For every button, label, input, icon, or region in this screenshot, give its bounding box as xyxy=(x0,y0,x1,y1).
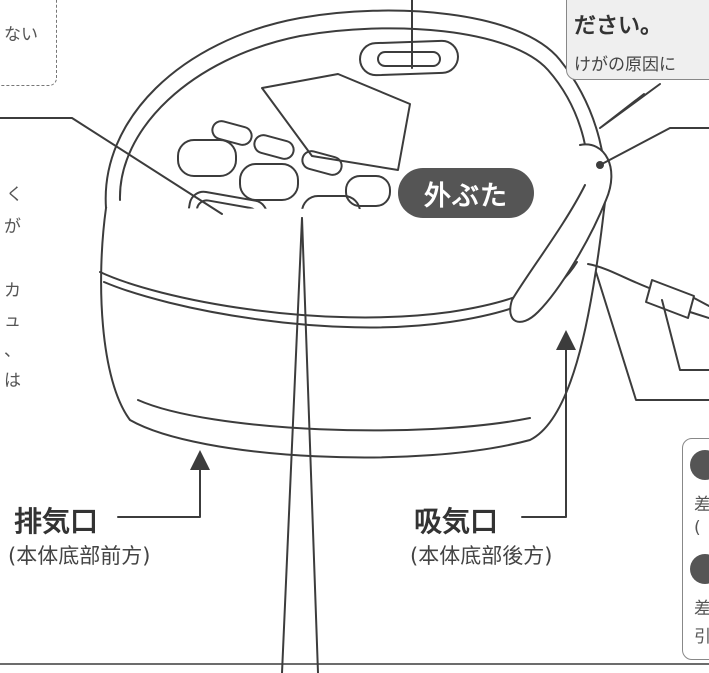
leader-handle xyxy=(599,127,709,166)
leader-lid-2 xyxy=(301,217,319,673)
big-button-4 xyxy=(345,175,391,207)
note-dashed-box xyxy=(0,0,57,86)
warning-text-line2: けがの原因に xyxy=(574,55,676,75)
intake-sublabel: (本体底部後方) xyxy=(410,544,553,568)
leader-cord-1 xyxy=(661,299,709,371)
body-bottom-band xyxy=(137,399,531,432)
intake-arrowhead xyxy=(556,330,576,350)
caution-fragment-4: 引 xyxy=(694,627,709,647)
left-fragment-3: カ xyxy=(4,281,21,301)
lid-inner-rim xyxy=(118,27,590,201)
caution-fragment-2: ( xyxy=(694,518,701,538)
handle-leader-dot xyxy=(596,161,604,169)
caution-fragment-1: 差 xyxy=(694,495,709,515)
caution-bullet-1 xyxy=(690,450,709,480)
power-plug xyxy=(645,279,695,319)
exhaust-arrow-line xyxy=(117,461,201,518)
display-panel xyxy=(261,73,411,171)
caution-fragment-3: 差 xyxy=(694,599,709,619)
leader-warning-tail xyxy=(599,83,661,129)
exhaust-arrowhead xyxy=(190,450,210,470)
small-button-2 xyxy=(253,134,295,160)
intake-label: 吸気口 xyxy=(414,505,499,538)
exhaust-label: 排気口 xyxy=(14,505,99,538)
small-button-3 xyxy=(301,150,343,176)
note-fragment: ない xyxy=(4,25,38,45)
handle xyxy=(509,143,613,323)
left-fragment-2: が xyxy=(4,217,21,237)
caution-bullet-2 xyxy=(690,554,709,584)
left-fragment-5: 、 xyxy=(4,341,21,361)
left-fragment-4: ュ xyxy=(4,311,21,331)
leader-lid-1 xyxy=(281,217,303,673)
body-outline xyxy=(100,207,605,459)
leader-open-button xyxy=(0,117,223,215)
intake-arrow-line xyxy=(521,339,567,518)
leader-cord-2 xyxy=(595,271,709,401)
big-button-1 xyxy=(177,139,237,177)
exhaust-sublabel: (本体底部前方) xyxy=(8,544,151,568)
warning-callout-box xyxy=(566,0,709,80)
warning-text-line1: ださい。 xyxy=(574,14,663,39)
lid-release-button xyxy=(359,39,459,77)
big-button-2 xyxy=(239,163,299,201)
left-fragment-1: く xyxy=(6,185,23,205)
left-fragment-6: は xyxy=(4,371,21,391)
small-button-1 xyxy=(211,120,253,146)
outer-lid-label: 外ぶた xyxy=(398,168,534,218)
